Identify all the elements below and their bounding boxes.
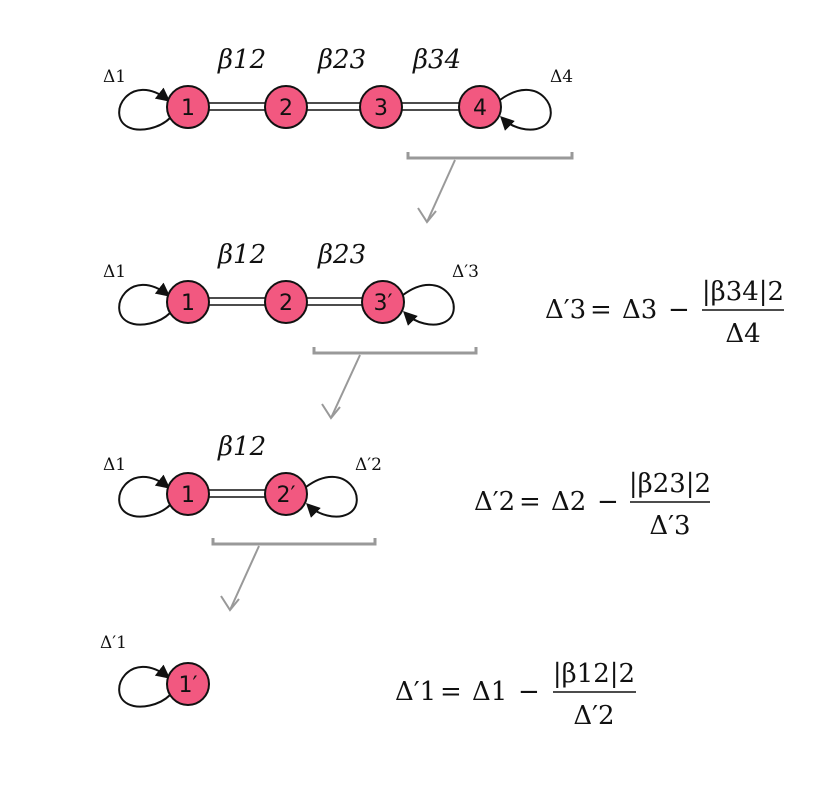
node-1 xyxy=(166,85,210,129)
self-energy-right: Δ′3 xyxy=(452,262,479,282)
node-1 xyxy=(166,472,210,516)
row-1: 1 2 3 4 β12 β23 β34 Δ1 Δ4 xyxy=(103,45,574,224)
bond-2-3 xyxy=(306,297,362,306)
coupling-label-2: β23 xyxy=(317,45,366,75)
coupling-label-1: β12 xyxy=(217,432,266,462)
coupling-label-1: β12 xyxy=(217,45,266,75)
equation-minus: − xyxy=(668,295,690,325)
equation-minus: − xyxy=(597,487,619,517)
fraction-denominator: Δ′3 xyxy=(649,511,690,541)
decimation-bracket xyxy=(211,538,377,546)
self-loop-right xyxy=(305,475,358,518)
node-1 xyxy=(166,280,210,324)
self-loop-left xyxy=(118,282,171,326)
node-3 xyxy=(359,85,403,129)
bond-3-4 xyxy=(401,102,460,111)
decimation-arrowhead xyxy=(321,403,341,420)
equation: Δ′1 = Δ1 − |β12|2 Δ′2 xyxy=(395,659,636,731)
node-3-prime xyxy=(361,280,405,324)
node-1-prime-label: 1′ xyxy=(179,673,198,698)
self-energy-right: Δ4 xyxy=(550,67,573,87)
equation-rhs-term: Δ2 xyxy=(551,487,586,517)
decimation-bracket xyxy=(312,347,478,355)
self-loop-right xyxy=(499,88,552,131)
node-2-label: 2 xyxy=(279,291,293,316)
equation-rhs-term: Δ1 xyxy=(472,677,507,707)
node-3-prime-label: 3′ xyxy=(374,291,393,316)
fraction-numerator: |β23|2 xyxy=(629,469,711,499)
node-1-label: 1 xyxy=(181,291,195,316)
equation-lhs: Δ′2 xyxy=(474,487,515,517)
bond-1-2 xyxy=(208,297,265,306)
row-4: 1′ Δ′1 Δ′1 = Δ1 − |β12|2 Δ′2 xyxy=(100,633,636,731)
self-energy-left: Δ1 xyxy=(103,262,126,282)
decimation-bracket xyxy=(406,152,574,160)
equation-equals: = xyxy=(519,487,541,517)
fraction-denominator: Δ′2 xyxy=(573,701,614,731)
node-1-label: 1 xyxy=(181,483,195,508)
equation-equals: = xyxy=(440,677,462,707)
bond-2-3 xyxy=(306,102,360,111)
fraction-numerator: |β34|2 xyxy=(702,277,784,307)
node-2-label: 2 xyxy=(279,96,293,121)
coupling-label-2: β23 xyxy=(317,240,366,270)
equation-lhs: Δ′3 xyxy=(545,295,586,325)
coupling-label-3: β34 xyxy=(412,45,461,75)
decimation-arrowhead xyxy=(417,207,437,224)
equation-lhs: Δ′1 xyxy=(395,677,436,707)
row-3: 1 2′ β12 Δ1 Δ′2 Δ′2 = Δ2 − |β23|2 Δ′3 xyxy=(103,432,711,612)
equation: Δ′2 = Δ2 − |β23|2 Δ′3 xyxy=(474,469,711,541)
equation-rhs-term: Δ3 xyxy=(622,295,657,325)
node-2-prime-label: 2′ xyxy=(277,483,296,508)
node-1-label: 1 xyxy=(181,96,195,121)
fraction-denominator: Δ4 xyxy=(725,319,760,349)
decimation-arrow xyxy=(229,545,260,611)
self-energy-right: Δ′2 xyxy=(355,455,382,475)
node-2-prime xyxy=(264,472,308,516)
self-energy-left: Δ′1 xyxy=(100,633,127,653)
self-loop-right xyxy=(402,283,455,326)
self-loop-left xyxy=(118,474,171,518)
self-loop-left xyxy=(118,664,171,708)
node-4-label: 4 xyxy=(473,96,487,121)
decimation-arrowhead xyxy=(220,595,240,612)
self-energy-left: Δ1 xyxy=(103,455,126,475)
self-energy-left: Δ1 xyxy=(103,67,126,87)
fraction-numerator: |β12|2 xyxy=(553,659,635,689)
decimation-arrow xyxy=(426,159,456,223)
node-2 xyxy=(264,85,308,129)
coupling-label-1: β12 xyxy=(217,240,266,270)
node-2 xyxy=(264,280,308,324)
equation: Δ′3 = Δ3 − |β34|2 Δ4 xyxy=(545,277,784,349)
node-3-label: 3 xyxy=(374,96,388,121)
bond-1-2 xyxy=(208,489,265,498)
equation-equals: = xyxy=(590,295,612,325)
bond-1-2 xyxy=(208,102,265,111)
row-2: 1 2 3′ β12 β23 Δ1 Δ′3 Δ′3 = Δ3 − |β34|2 … xyxy=(103,240,784,420)
self-loop-left xyxy=(118,87,171,131)
node-1-prime xyxy=(166,662,210,706)
node-4 xyxy=(458,85,502,129)
decimation-arrow xyxy=(330,354,361,419)
equation-minus: − xyxy=(518,677,540,707)
